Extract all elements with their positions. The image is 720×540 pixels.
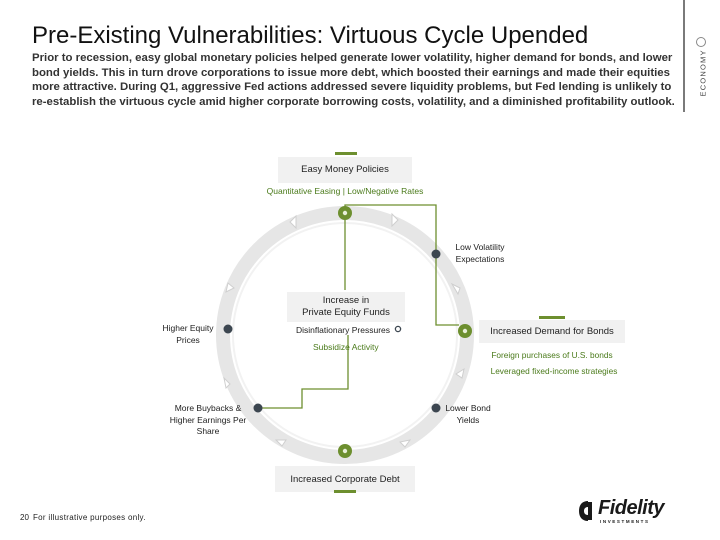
easy-money-subtitle: Quantitative Easing | Low/Negative Rates (266, 186, 424, 196)
ring-arrow-icons (223, 212, 465, 448)
fidelity-logo: Fidelity INVESTMENTS (578, 497, 690, 526)
node-low-volatility-icon (431, 249, 441, 259)
low-volatility-label: Low Volatility Expectations (455, 242, 505, 264)
node-easy-money-icon (338, 206, 352, 220)
easy-money-accent-bar (335, 152, 357, 155)
connector-low-volatility-to-bond-demand (435, 254, 459, 326)
node-buybacks-icon (253, 403, 263, 413)
side-rule (683, 0, 685, 112)
node-corporate-debt-icon (338, 444, 352, 458)
fidelity-mark-icon (579, 501, 592, 521)
private-equity-box: Increase in Private Equity Funds (287, 292, 405, 322)
node-higher-equity-icon (223, 324, 233, 334)
bond-demand-box: Increased Demand for Bonds (479, 320, 625, 343)
corporate-debt-box: Increased Corporate Debt (275, 466, 415, 492)
bond-demand-sub2: Leveraged fixed-income strategies (490, 366, 618, 376)
buybacks-label: More Buybacks & Higher Earnings Per Shar… (169, 403, 247, 436)
disinflationary-label: Disinflationary Pressures (296, 325, 391, 335)
corporate-debt-accent-bar (334, 490, 356, 493)
higher-equity-label: Higher Equity Prices (162, 323, 214, 345)
easy-money-box: Easy Money Policies (278, 157, 412, 183)
logo-subtext: INVESTMENTS (600, 519, 650, 524)
footnote: For illustrative purposes only. (33, 513, 146, 522)
node-disinflationary-icon (394, 325, 402, 333)
page-number: 20 (20, 513, 29, 522)
intro-paragraph: Prior to recession, easy global monetary… (32, 52, 675, 108)
node-bond-demand-icon (458, 324, 472, 338)
bond-demand-accent-bar (539, 316, 565, 319)
connector-subsidize-to-buybacks (258, 335, 349, 409)
bond-demand-sub1: Foreign purchases of U.S. bonds (491, 350, 613, 360)
logo-word: Fidelity (598, 497, 665, 519)
lower-yields-label: Lower Bond Yields (445, 403, 491, 425)
node-lower-yields-icon (431, 403, 441, 413)
slide-title: Pre-Existing Vulnerabilities: Virtuous C… (32, 22, 589, 49)
subsidize-label: Subsidize Activity (313, 342, 379, 352)
section-dot-icon (696, 37, 706, 47)
